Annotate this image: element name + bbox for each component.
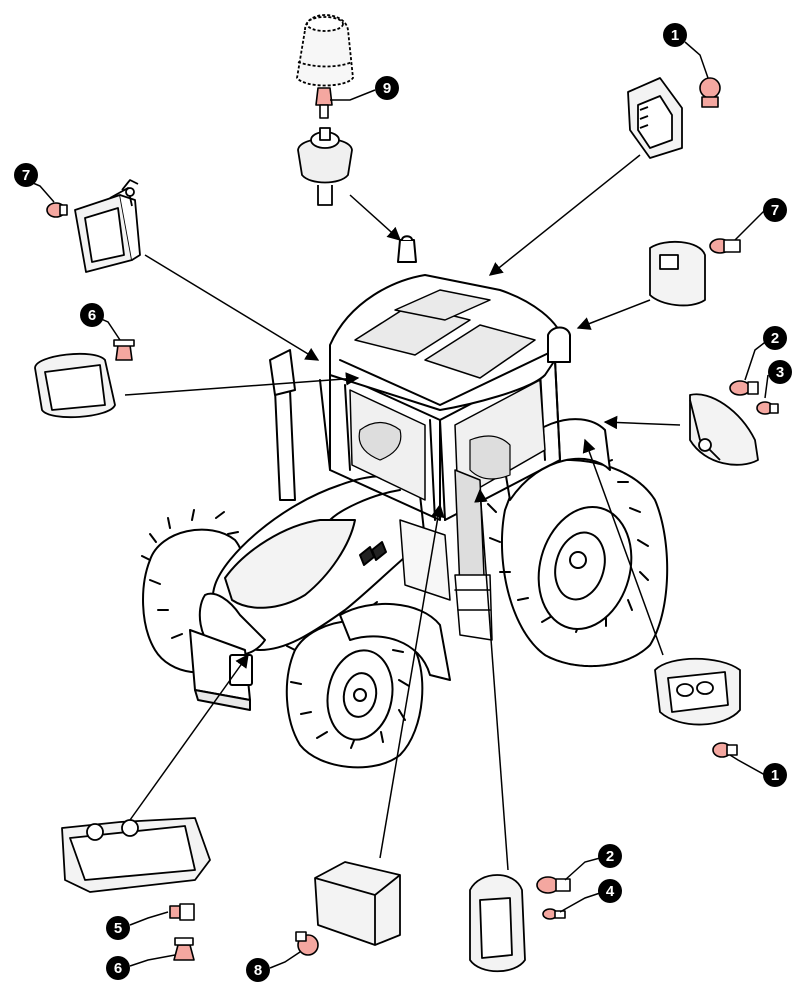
cab-work-light-left	[74, 179, 141, 273]
svg-text:5: 5	[114, 920, 122, 937]
svg-text:7: 7	[22, 167, 30, 184]
tractor	[141, 235, 669, 769]
callout-6-top: 6	[80, 303, 104, 327]
callout-5: 5	[106, 916, 130, 940]
callout-3: 3	[768, 360, 792, 384]
rear-side-position-lamp	[469, 874, 526, 973]
svg-text:6: 6	[88, 307, 96, 324]
bulb-icon	[113, 339, 135, 361]
callout-8: 8	[246, 958, 270, 982]
callout-7-right: 7	[763, 198, 787, 222]
rear-wheel	[487, 445, 669, 668]
rear-roof-lamp	[547, 326, 571, 363]
callout-7-left: 7	[14, 163, 38, 187]
bulb-icon	[712, 742, 738, 758]
bulb-icon	[729, 380, 759, 396]
callout-1-top: 1	[663, 23, 687, 47]
beacon-base	[297, 127, 353, 206]
callout-1-bottom: 1	[763, 763, 787, 787]
rear-tail-lamp	[654, 657, 741, 726]
callout-6-bottom: 6	[106, 956, 130, 980]
svg-text:3: 3	[776, 364, 784, 381]
front-head-lamp	[61, 817, 211, 893]
callout-4: 4	[598, 879, 622, 903]
front-fender-lamp	[314, 861, 401, 946]
bulb-icon	[709, 238, 741, 254]
svg-text:4: 4	[606, 883, 615, 900]
rear-side-lamp	[649, 240, 706, 307]
callout-2-bottom: 2	[598, 844, 622, 868]
roof-beacon	[397, 239, 417, 263]
bulb-icon	[699, 77, 721, 108]
callout-9: 9	[375, 76, 399, 100]
bulb-icon	[46, 202, 68, 218]
svg-text:8: 8	[254, 962, 262, 979]
cab-work-light-side	[34, 352, 116, 419]
callout-2-top: 2	[763, 326, 787, 350]
svg-text:2: 2	[606, 848, 614, 865]
bulb-icon	[756, 401, 779, 415]
cab-roof	[329, 274, 566, 411]
svg-text:1: 1	[771, 767, 779, 784]
front-right-wheel	[285, 599, 424, 769]
rear-roof-light	[627, 77, 683, 159]
bulb-icon	[536, 876, 571, 894]
bulb-icon	[295, 931, 319, 956]
front-fender	[339, 602, 451, 681]
svg-text:7: 7	[771, 202, 779, 219]
svg-text:1: 1	[671, 27, 679, 44]
svg-text:9: 9	[383, 80, 391, 97]
side-indicator-lamp	[689, 393, 759, 466]
svg-text:2: 2	[771, 330, 779, 347]
bulb-icon	[315, 87, 333, 119]
bulb-icon	[542, 908, 566, 920]
beacon-dome	[296, 14, 354, 87]
exhaust-pipe	[274, 389, 296, 501]
bulb-icon	[169, 903, 195, 921]
bulb-icon	[173, 937, 195, 961]
cab	[319, 359, 561, 641]
svg-text:6: 6	[114, 960, 122, 977]
